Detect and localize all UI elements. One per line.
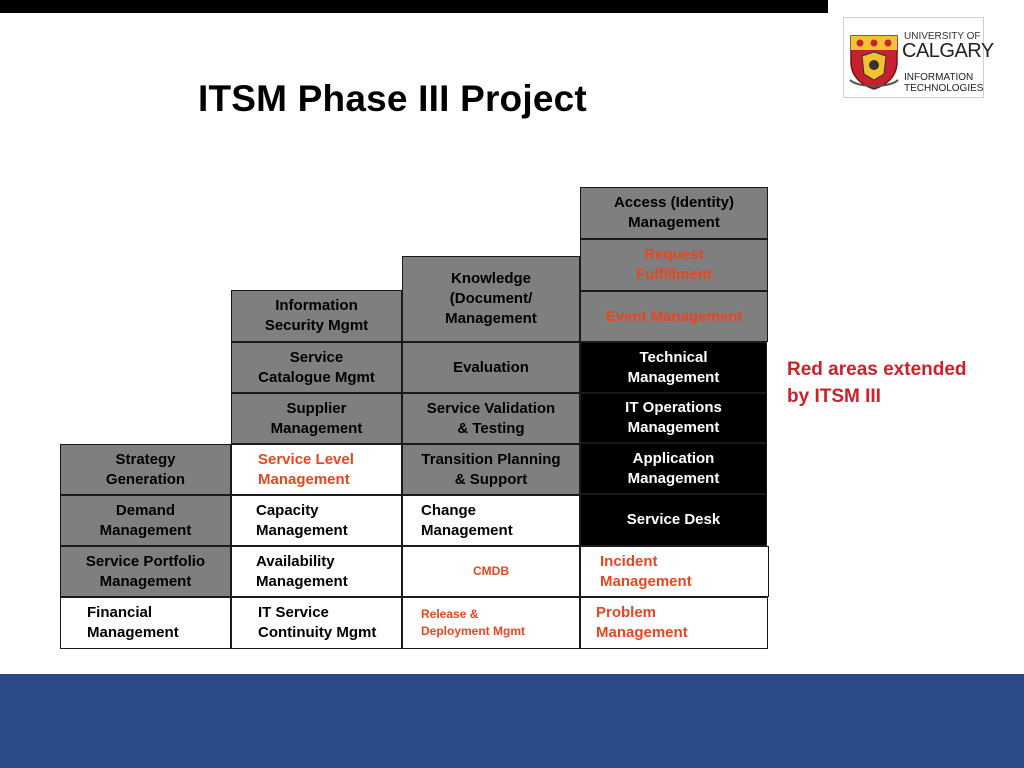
box-label: Problem Management xyxy=(596,604,688,641)
box-label: IT Service Continuity Mgmt xyxy=(258,604,377,641)
box-technical-management: Technical Management xyxy=(580,342,767,393)
box-label: Demand Management xyxy=(99,501,192,539)
box-knowledge-management: Knowledge (Document/ Management xyxy=(402,256,580,342)
box-service-validation: Service Validation & Testing xyxy=(402,393,580,444)
box-label: Release & Deployment Mgmt xyxy=(421,607,526,638)
box-label: Supplier Management xyxy=(270,399,363,437)
box-service-level: Service Level Management xyxy=(231,444,402,495)
box-label: Service Catalogue Mgmt xyxy=(258,348,375,386)
box-event-management: Event Management xyxy=(580,291,768,342)
box-label: Access (Identity) Management xyxy=(613,194,735,231)
logo-line-3: INFORMATION TECHNOLOGIES xyxy=(904,72,983,94)
box-change-management: Change Management xyxy=(402,495,580,546)
logo-line-3a: INFORMATION xyxy=(904,72,974,83)
box-label: Availability Management xyxy=(256,552,348,590)
box-label: Service Validation & Testing xyxy=(426,399,556,437)
box-problem-management: Problem Management xyxy=(580,597,768,649)
box-label: Financial Management xyxy=(87,604,179,641)
box-label: Application Management xyxy=(627,449,720,487)
box-label: Information Security Mgmt xyxy=(264,297,369,334)
box-it-service-continuity: IT Service Continuity Mgmt xyxy=(231,597,402,649)
box-capacity-management: Capacity Management xyxy=(231,495,402,546)
box-service-desk: Service Desk xyxy=(580,494,767,546)
box-label: Event Management xyxy=(605,307,743,325)
box-request-fulfillment: Request Fulfillment xyxy=(580,239,768,291)
university-logo: UNIVERSITY OF CALGARY INFORMATION TECHNO… xyxy=(843,17,994,98)
box-strategy-generation: Strategy Generation xyxy=(60,444,231,495)
box-financial-management: Financial Management xyxy=(60,597,231,649)
box-label: Request Fulfillment xyxy=(636,246,712,283)
box-information-security: Information Security Mgmt xyxy=(231,290,402,342)
logo-line-1: UNIVERSITY OF xyxy=(904,31,981,42)
box-incident-management: Incident Management xyxy=(580,546,769,597)
box-access-management: Access (Identity) Management xyxy=(580,187,768,239)
box-label: Service Desk xyxy=(626,511,721,528)
box-supplier-management: Supplier Management xyxy=(231,393,402,444)
box-service-portfolio: Service Portfolio Management xyxy=(60,546,231,597)
box-label: Transition Planning & Support xyxy=(421,450,561,488)
box-label: Service Level Management xyxy=(258,450,354,488)
box-cmdb: CMDB xyxy=(402,546,580,597)
box-demand-management: Demand Management xyxy=(60,495,231,546)
box-label: Change Management xyxy=(421,501,513,539)
box-service-catalogue: Service Catalogue Mgmt xyxy=(231,342,402,393)
box-transition-planning: Transition Planning & Support xyxy=(402,444,580,495)
box-availability-management: Availability Management xyxy=(231,546,402,597)
logo-line-2: CALGARY xyxy=(902,40,994,62)
box-label: Knowledge (Document/ Management xyxy=(445,270,537,327)
box-label: Capacity Management xyxy=(256,501,348,539)
crest-icon xyxy=(849,35,899,90)
box-release-deployment: Release & Deployment Mgmt xyxy=(402,597,580,649)
box-label: CMDB xyxy=(473,564,509,578)
legend-note: Red areas extended by ITSM III xyxy=(787,359,967,407)
box-label: Service Portfolio Management xyxy=(85,552,206,590)
box-label: Evaluation xyxy=(453,358,529,376)
box-evaluation: Evaluation xyxy=(402,342,580,393)
logo-line-3b: TECHNOLOGIES xyxy=(904,83,984,94)
box-label: IT Operations Management xyxy=(625,399,722,436)
top-bar xyxy=(0,0,828,13)
box-label: Strategy Generation xyxy=(105,450,186,488)
box-it-operations: IT Operations Management xyxy=(580,393,767,443)
page-title: ITSM Phase III Project xyxy=(198,78,587,119)
box-application-management: Application Management xyxy=(580,443,767,494)
box-label: Incident Management xyxy=(600,552,692,590)
box-label: Technical Management xyxy=(627,348,720,386)
footer-bar xyxy=(0,674,1024,768)
